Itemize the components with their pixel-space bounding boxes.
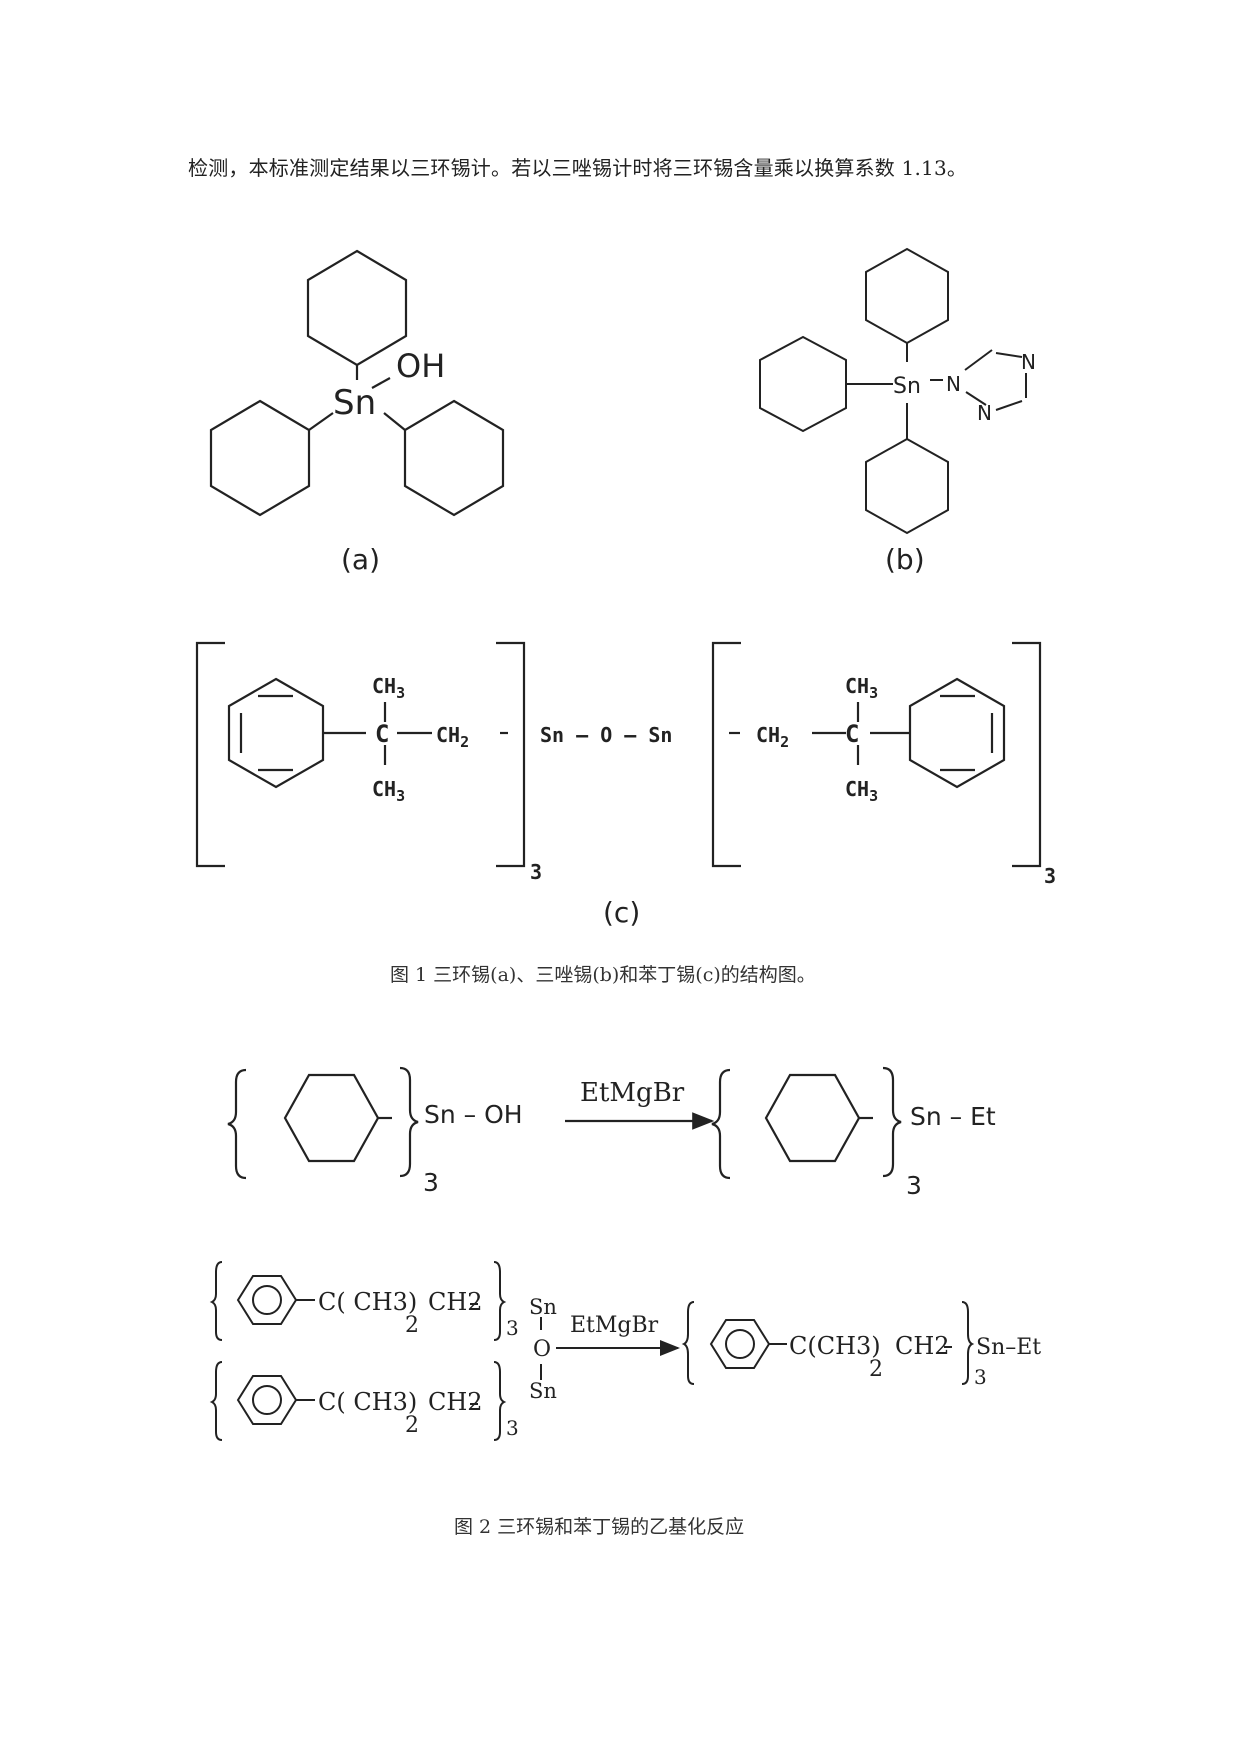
figure-b-label: (b)	[885, 543, 925, 576]
nitrogen-label: N	[1021, 350, 1036, 374]
substituent-chain-label: C( CH3)	[318, 1288, 417, 1316]
figure-c-structure	[195, 641, 1042, 868]
substituent-chain-label: C(CH3)	[789, 1332, 881, 1360]
subscript-label: 2	[405, 1413, 419, 1438]
figure-a-label: (a)	[341, 543, 380, 576]
repeat-count-label: 3	[506, 1316, 519, 1340]
substituent-chain-label: C( CH3)	[318, 1388, 417, 1416]
product-group-label: Sn – Et	[910, 1102, 996, 1131]
benzene-ring	[709, 1319, 771, 1369]
figure-c-label: (c)	[603, 896, 640, 929]
reaction-2-structure	[209, 1261, 975, 1441]
methyl-group-label: CH3	[372, 674, 405, 702]
reagent-label: EtMgBr	[570, 1313, 659, 1338]
methyl-group-label: CH3	[372, 777, 405, 805]
benzene-ring	[227, 677, 325, 789]
methylene-group-label: CH2	[436, 723, 469, 751]
oxygen-atom-label: O	[533, 1337, 551, 1362]
repeat-count-label: 3	[530, 860, 542, 884]
reactant-group-label: Sn – OH	[424, 1100, 523, 1129]
subscript-label: 2	[405, 1313, 419, 1338]
figure-2-caption: 图 2 三环锡和苯丁锡的乙基化反应	[454, 1516, 745, 1538]
reaction-1-structure	[227, 1066, 902, 1180]
cyclohexane-ring	[865, 247, 949, 345]
cyclohexane-ring	[209, 399, 311, 517]
benzene-ring	[236, 1275, 298, 1325]
tin-atom-label: Sn	[529, 1295, 557, 1319]
product-group-label: Sn–Et	[976, 1335, 1041, 1360]
distannoxane-label: Sn — O — Sn	[540, 723, 672, 747]
hydroxyl-label: OH	[396, 347, 445, 385]
methylene-label: CH2	[428, 1288, 483, 1316]
methyl-group-label: CH3	[845, 777, 878, 805]
cyclohexane-ring	[759, 335, 847, 433]
repeat-count-label: 3	[506, 1416, 519, 1440]
methyl-group-label: CH3	[845, 674, 878, 702]
cyclohexane-ring	[283, 1073, 380, 1163]
tin-atom-label: Sn	[529, 1379, 557, 1403]
cyclohexane-ring	[403, 399, 505, 517]
repeat-count-label: 3	[1044, 864, 1056, 888]
figure-a-structure	[209, 249, 505, 517]
cyclohexane-ring	[764, 1073, 861, 1163]
repeat-count-label: 3	[974, 1365, 987, 1389]
methylene-group-label: CH2	[756, 723, 789, 751]
cyclohexane-ring	[865, 437, 949, 535]
tin-atom-label: Sn	[333, 383, 376, 423]
repeat-count-label: 3	[906, 1171, 922, 1200]
benzene-ring	[236, 1375, 298, 1425]
figure-1-caption: 图 1 三环锡(a)、三唑锡(b)和苯丁锡(c)的结构图。	[390, 964, 816, 986]
benzene-ring	[908, 677, 1006, 789]
methylene-label: CH2	[895, 1332, 950, 1360]
tin-atom-label: Sn	[893, 374, 921, 399]
quaternary-carbon-label: C	[375, 720, 389, 748]
figure-b-structure	[759, 247, 1027, 535]
nitrogen-label: N	[977, 401, 992, 425]
paragraph-text: 检测，本标准测定结果以三环锡计。若以三唑锡计时将三环锡含量乘以换算系数 1.13…	[188, 156, 968, 180]
cyclohexane-ring	[306, 249, 408, 367]
nitrogen-label: N	[946, 372, 961, 396]
subscript-label: 2	[869, 1357, 883, 1382]
quaternary-carbon-label: C	[845, 720, 859, 748]
reagent-label: EtMgBr	[580, 1078, 685, 1108]
methylene-label: CH2	[428, 1388, 483, 1416]
repeat-count-label: 3	[423, 1168, 439, 1197]
